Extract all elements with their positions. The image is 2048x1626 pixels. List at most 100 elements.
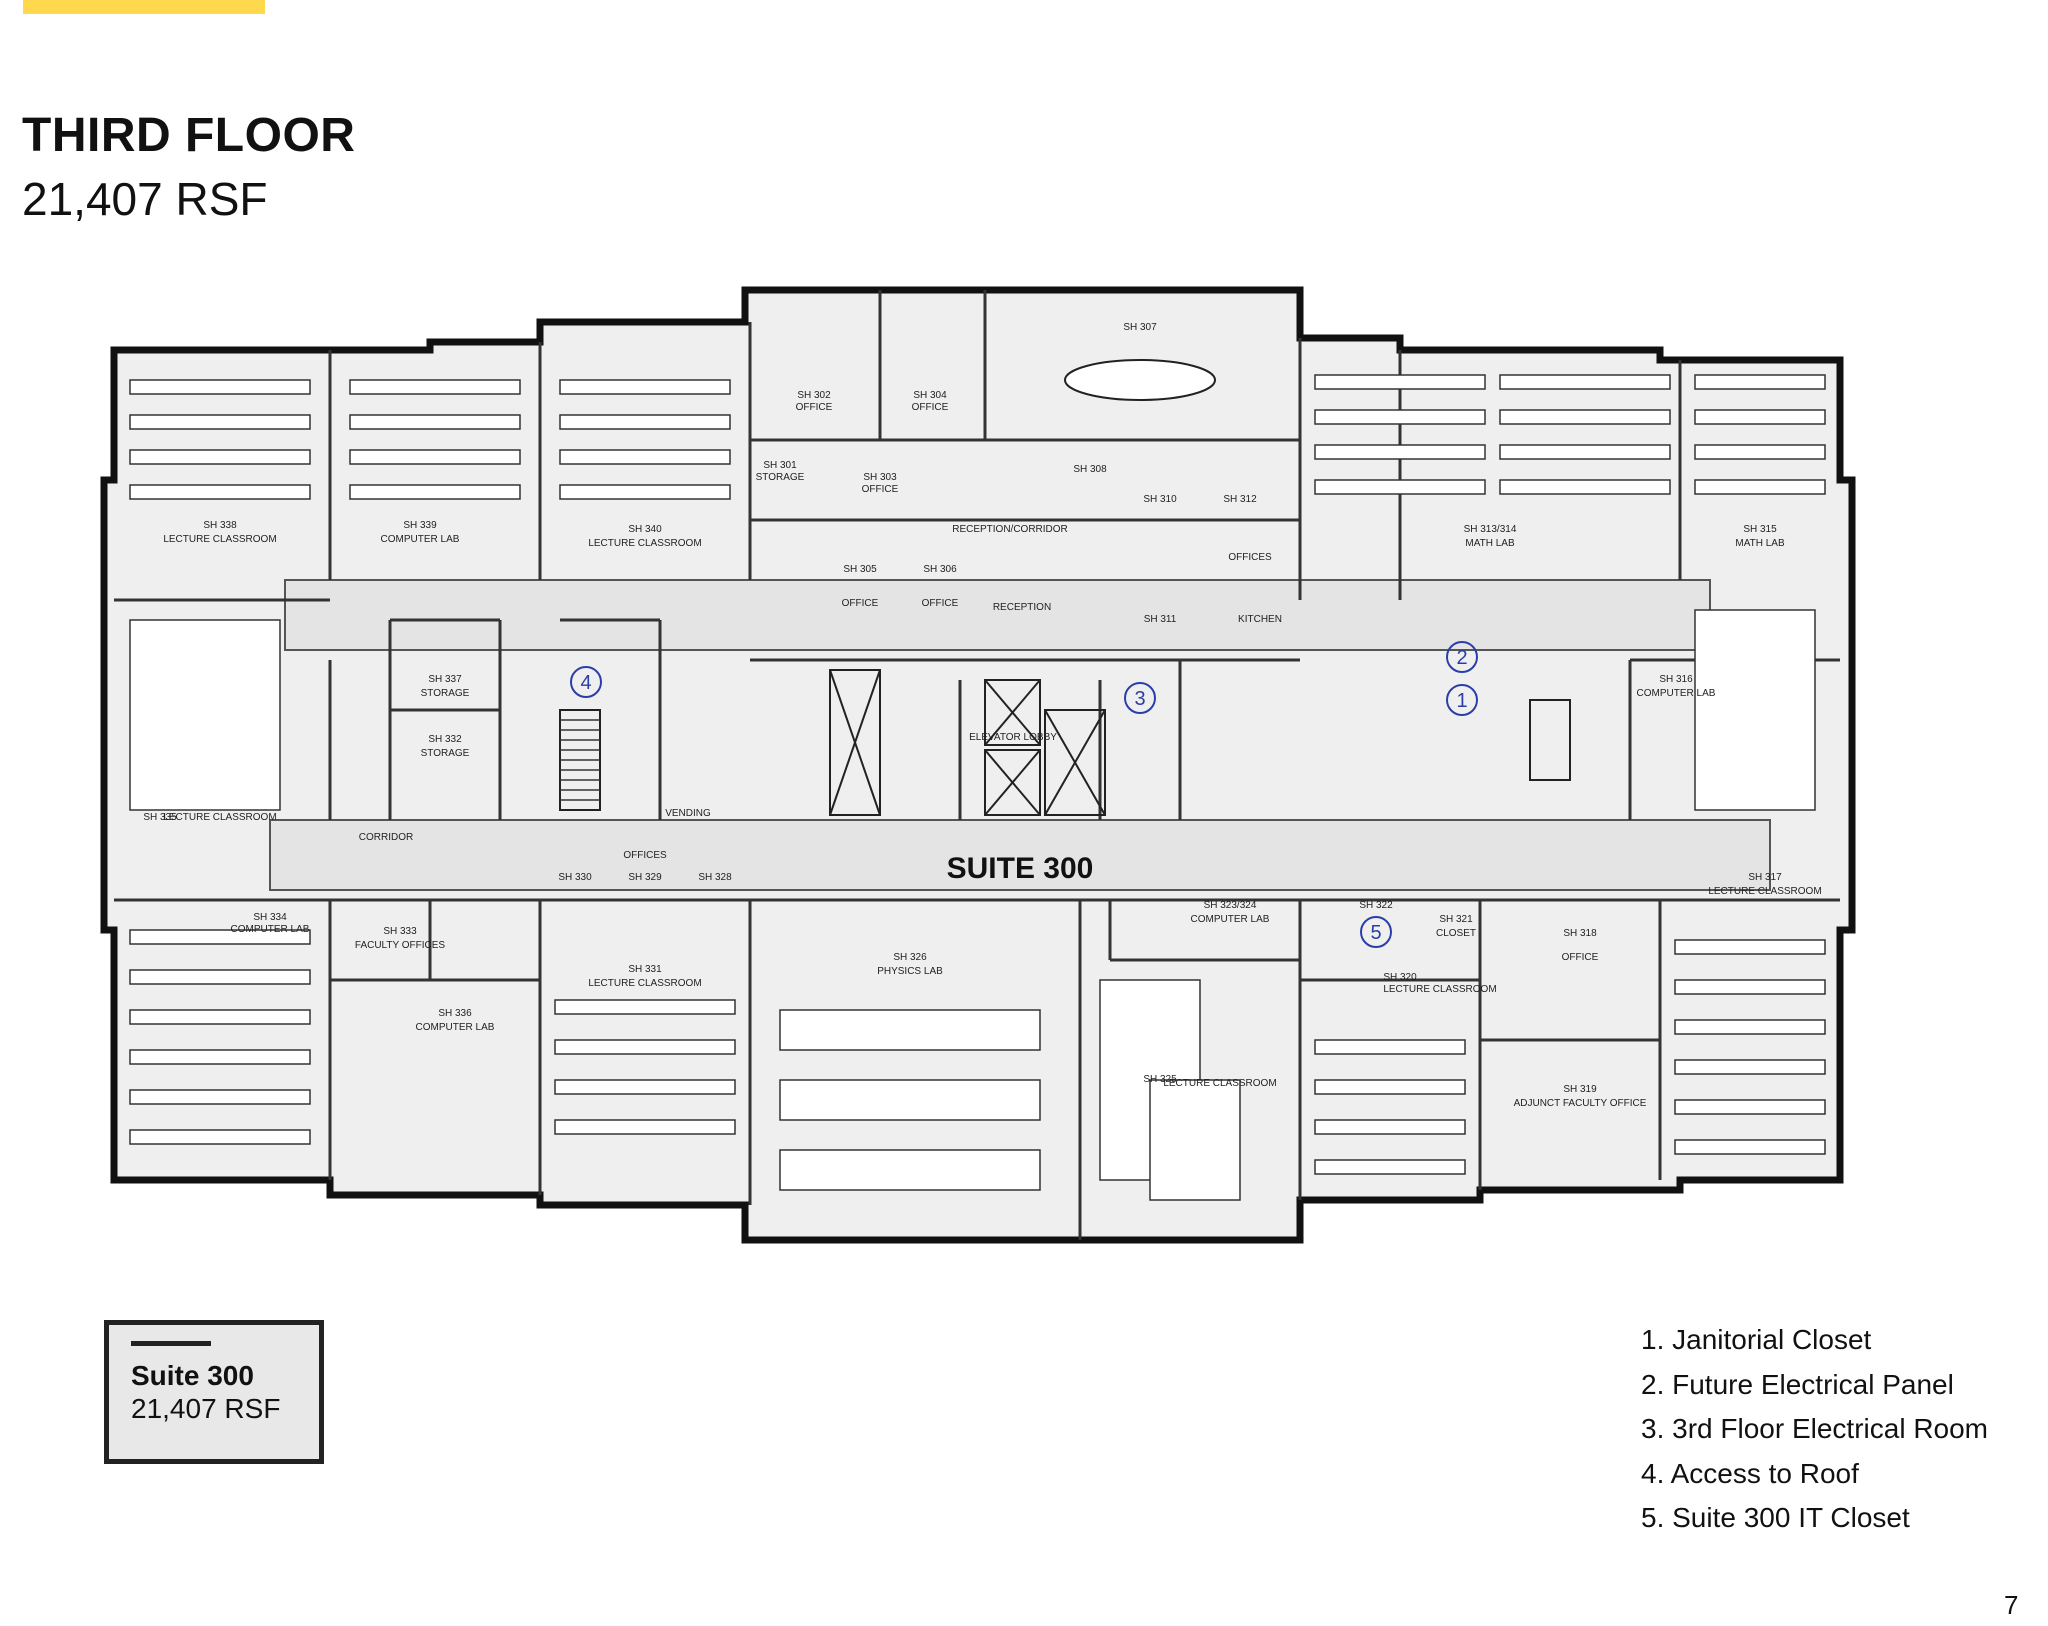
room-304: SH 304	[913, 390, 947, 401]
legend-rsf: 21,407 RSF	[131, 1393, 281, 1424]
room-340: SH 340	[628, 524, 662, 535]
stairs	[560, 719, 600, 801]
room-321-name: CLOSET	[1436, 928, 1476, 939]
suite-label: SUITE 300	[947, 852, 1094, 885]
room-338-name: LECTURE CLASSROOM	[163, 534, 276, 545]
room-319-name: ADJUNCT FACULTY OFFICE	[1514, 1098, 1647, 1109]
marker-3: 3	[1134, 688, 1145, 710]
room-320: SH 320	[1383, 972, 1417, 983]
key-list: 1. Janitorial Closet 2. Future Electrica…	[1641, 1318, 1988, 1541]
room-320-name: LECTURE CLASSROOM	[1383, 984, 1496, 995]
room-315: SH 315	[1743, 524, 1777, 535]
floor-plan: 3 2 1 4 5 SH 338 LECTURE CLASSROOM SH 33…	[100, 286, 1856, 1244]
room-305: SH 305	[843, 564, 877, 575]
room-329: SH 329	[628, 872, 662, 883]
room-323-324-name: COMPUTER LAB	[1191, 914, 1270, 925]
room-332: SH 332	[428, 734, 462, 745]
label-offices-mid: OFFICES	[623, 850, 667, 861]
room-330: SH 330	[558, 872, 592, 883]
room-340-name: LECTURE CLASSROOM	[588, 538, 701, 549]
page-subtitle: 21,407 RSF	[22, 173, 268, 225]
room-335: SH 335	[143, 812, 177, 823]
room-319: SH 319	[1563, 1084, 1597, 1095]
room-labels: SH 338 LECTURE CLASSROOM SH 339 COMPUTER…	[143, 322, 1821, 1109]
label-kitchen: KITCHEN	[1238, 614, 1282, 625]
marker-4: 4	[580, 672, 591, 694]
key-item: 1. Janitorial Closet	[1641, 1324, 1872, 1355]
room-313-314: SH 313/314	[1464, 524, 1517, 535]
room-302: SH 302	[797, 390, 831, 401]
room-307: SH 307	[1123, 322, 1157, 333]
room-313-314-name: MATH LAB	[1465, 538, 1515, 549]
room-339: SH 339	[403, 520, 437, 531]
room-326-name: PHYSICS LAB	[877, 966, 943, 977]
room-325: SH 325	[1143, 1074, 1177, 1085]
key-item: 4. Access to Roof	[1641, 1457, 1859, 1489]
room-312: SH 312	[1223, 494, 1257, 505]
room-305-name: OFFICE	[842, 598, 879, 609]
walls	[114, 290, 1840, 1240]
room-335-name: LECTURE CLASSROOM	[163, 812, 276, 823]
room-318-name: OFFICE	[1562, 952, 1599, 963]
room-338: SH 338	[203, 520, 237, 531]
room-332-name: STORAGE	[421, 748, 470, 759]
room-321: SH 321	[1439, 914, 1473, 925]
page-number: 7	[2004, 1590, 2019, 1620]
room-337-name: STORAGE	[421, 688, 470, 699]
room-310: SH 310	[1143, 494, 1177, 505]
room-331: SH 331	[628, 964, 662, 975]
corridor-band	[284, 579, 1711, 651]
room-306: SH 306	[923, 564, 957, 575]
room-328: SH 328	[698, 872, 732, 883]
room-302-name: OFFICE	[796, 402, 833, 413]
legend-suite: Suite 300	[131, 1360, 254, 1391]
room-317: SH 317	[1748, 872, 1782, 883]
room-325-name: LECTURE CLASSROOM	[1163, 1078, 1276, 1089]
marker-5: 5	[1370, 922, 1381, 944]
room-317-name: LECTURE CLASSROOM	[1708, 886, 1821, 897]
room-334-name: COMPUTER LAB	[231, 924, 310, 935]
label-reception: RECEPTION	[993, 602, 1051, 613]
room-311: SH 311	[1144, 614, 1177, 625]
room-336: SH 336	[438, 1008, 472, 1019]
key-item: 5. Suite 300 IT Closet	[1641, 1502, 1910, 1533]
label-corridor: CORRIDOR	[359, 832, 413, 843]
room-331-name: LECTURE CLASSROOM	[588, 978, 701, 989]
room-333-name: FACULTY OFFICES	[355, 940, 446, 951]
room-323-324: SH 323/324	[1204, 900, 1257, 911]
room-316-name: COMPUTER LAB	[1637, 688, 1716, 699]
elevators	[559, 669, 1571, 816]
room-339-name: COMPUTER LAB	[381, 534, 460, 545]
room-318: SH 318	[1563, 928, 1597, 939]
label-elevator-lobby: ELEVATOR LOBBY	[969, 732, 1057, 743]
marker-1: 1	[1456, 690, 1467, 712]
room-326: SH 326	[893, 952, 927, 963]
room-308: SH 308	[1073, 464, 1107, 475]
page-title: THIRD FLOOR	[22, 109, 356, 162]
room-303: SH 303	[863, 472, 897, 483]
room-306-name: OFFICE	[922, 598, 959, 609]
accent-bar	[23, 0, 265, 14]
marker-2: 2	[1456, 647, 1467, 669]
room-304-name: OFFICE	[912, 402, 949, 413]
room-301: SH 301	[763, 460, 797, 471]
room-303-name: OFFICE	[862, 484, 899, 495]
room-316: SH 316	[1659, 674, 1693, 685]
label-vending: VENDING	[665, 808, 711, 819]
room-315-name: MATH LAB	[1735, 538, 1785, 549]
marker-labels: 3 2 1 4 5	[580, 647, 1467, 944]
legend-line	[131, 1341, 211, 1346]
corridor-band-lower	[269, 819, 1771, 891]
key-item: 2. Future Electrical Panel	[1641, 1368, 1954, 1400]
room-334: SH 334	[253, 912, 287, 923]
legend-box: Suite 300 21,407 RSF	[104, 1320, 324, 1464]
label-reception-corridor: RECEPTION/CORRIDOR	[952, 524, 1068, 535]
key-item: 3. 3rd Floor Electrical Room	[1641, 1413, 1989, 1444]
room-322: SH 322	[1359, 900, 1393, 911]
room-336-name: COMPUTER LAB	[416, 1022, 495, 1033]
room-333: SH 333	[383, 926, 417, 937]
conference-table	[1064, 359, 1216, 401]
room-301-name: STORAGE	[756, 472, 805, 483]
label-offices-top: OFFICES	[1228, 552, 1272, 563]
markers	[570, 641, 1478, 948]
